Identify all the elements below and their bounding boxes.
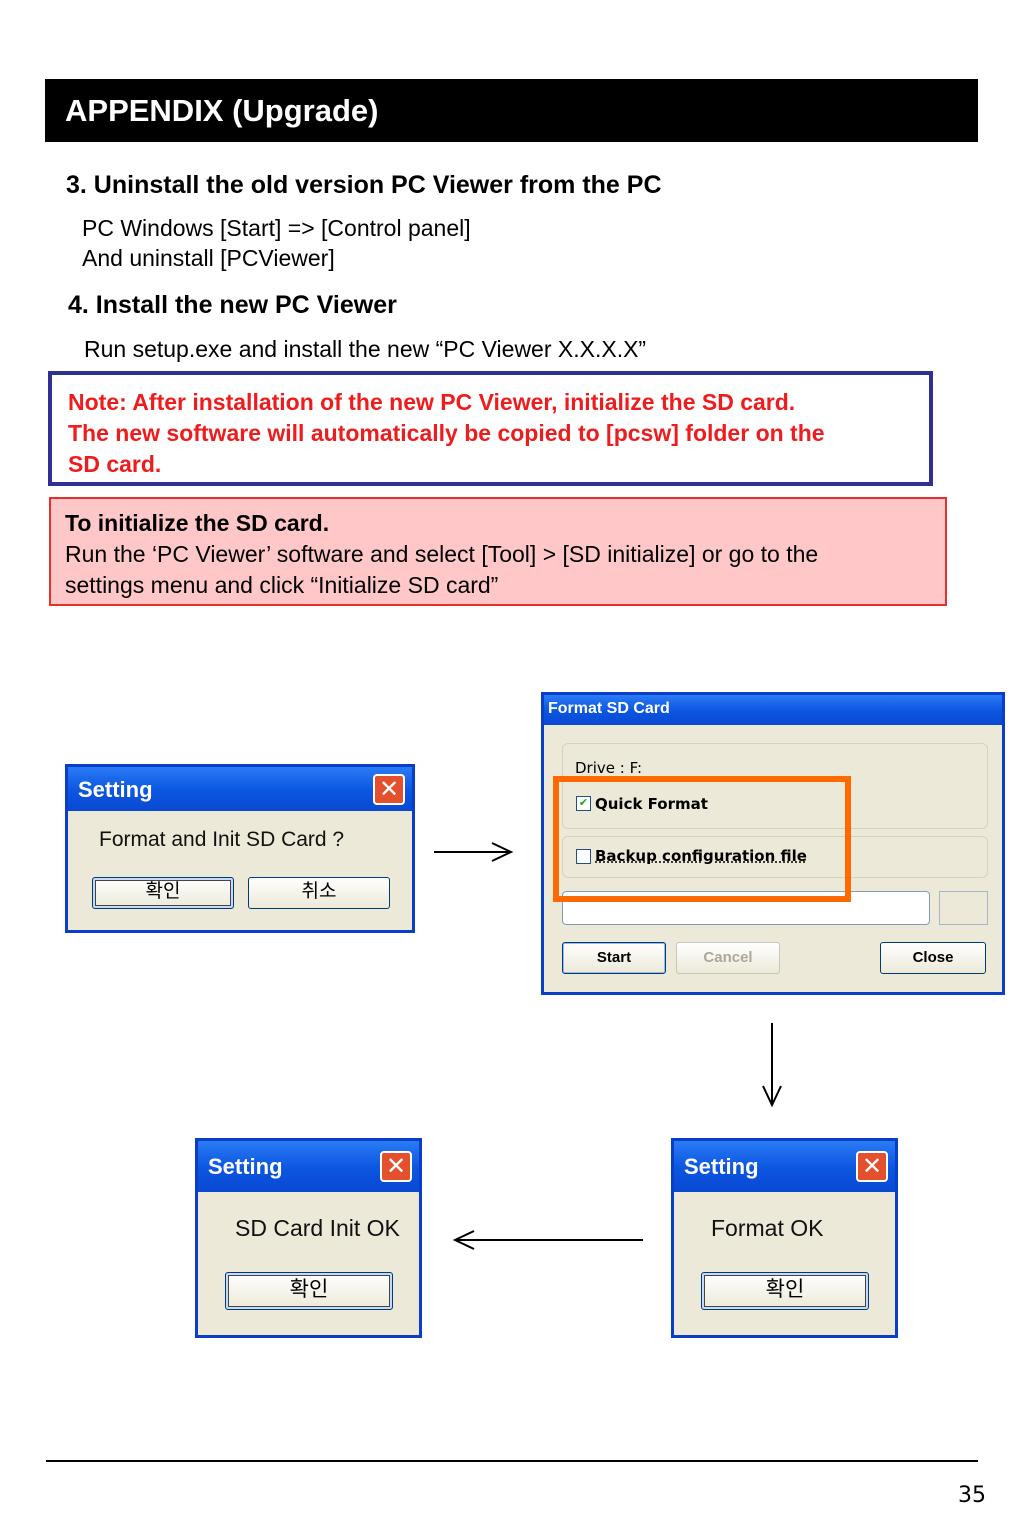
format-dialog-title: Format SD Card xyxy=(548,700,670,717)
note-line-3: SD card. xyxy=(68,451,162,477)
step3-line-1: PC Windows [Start] => [Control panel] xyxy=(82,215,471,241)
sd-init-instructions-box: To initialize the SD card. Run the ‘PC V… xyxy=(49,497,947,606)
page-number: 35 xyxy=(958,1483,986,1508)
tip-line-1: Run the ‘PC Viewer’ software and select … xyxy=(65,541,819,567)
arrow-down-icon xyxy=(762,1023,782,1108)
format-dialog-titlebar: Format SD Card xyxy=(544,695,1002,725)
quick-format-checkbox[interactable]: ✔ xyxy=(576,796,591,811)
progress-status-box xyxy=(939,891,988,925)
backup-group xyxy=(562,836,988,878)
drive-label: Drive : F: xyxy=(575,759,643,777)
backup-label: Backup configuration file xyxy=(595,847,807,865)
close-icon[interactable]: ✕ xyxy=(856,1151,888,1182)
format-ok-title: Setting xyxy=(684,1154,759,1179)
ok-button[interactable]: 확인 xyxy=(92,877,234,909)
footer-divider xyxy=(46,1460,978,1462)
arrow-right-icon xyxy=(434,842,514,862)
tip-title: To initialize the SD card. xyxy=(65,510,330,536)
init-ok-dialog: Setting ✕ SD Card Init OK 확인 xyxy=(195,1138,422,1338)
quick-format-label: Quick Format xyxy=(595,795,708,813)
step4-line: Run setup.exe and install the new “PC Vi… xyxy=(84,336,647,362)
confirm-dialog-title: Setting xyxy=(78,777,153,802)
confirm-message: Format and Init SD Card ? xyxy=(99,828,345,851)
step3-line-2: And uninstall [PCViewer] xyxy=(82,245,335,271)
note-box: Note: After installation of the new PC V… xyxy=(48,371,933,486)
confirm-dialog: Setting ✕ Format and Init SD Card ? 확인 취… xyxy=(65,764,415,933)
step4-heading: 4. Install the new PC Viewer xyxy=(68,291,397,319)
note-line-1: Note: After installation of the new PC V… xyxy=(68,389,796,415)
format-ok-dialog: Setting ✕ Format OK 확인 xyxy=(671,1138,898,1338)
close-icon[interactable]: ✕ xyxy=(373,774,405,805)
highlight-frame xyxy=(553,776,851,902)
backup-checkbox[interactable] xyxy=(576,849,591,864)
init-ok-title: Setting xyxy=(208,1154,283,1179)
drive-group xyxy=(562,743,988,829)
init-ok-titlebar: Setting ✕ xyxy=(198,1141,419,1192)
cancel-button[interactable]: 취소 xyxy=(248,877,390,909)
ok-button[interactable]: 확인 xyxy=(225,1272,393,1310)
appendix-header: APPENDIX (Upgrade) xyxy=(45,79,978,142)
close-icon[interactable]: ✕ xyxy=(380,1151,412,1182)
format-sd-card-dialog: Format SD Card Drive : F: ✔ Quick Format… xyxy=(541,692,1005,995)
format-ok-message: Format OK xyxy=(711,1215,824,1241)
confirm-dialog-titlebar: Setting ✕ xyxy=(68,767,412,811)
note-line-2: The new software will automatically be c… xyxy=(68,420,825,446)
tip-line-2: settings menu and click “Initialize SD c… xyxy=(65,572,499,598)
cancel-button[interactable]: Cancel xyxy=(676,942,780,974)
start-button[interactable]: Start xyxy=(562,942,666,974)
close-button[interactable]: Close xyxy=(880,942,986,974)
init-ok-message: SD Card Init OK xyxy=(235,1215,400,1241)
format-ok-titlebar: Setting ✕ xyxy=(674,1141,895,1192)
ok-button[interactable]: 확인 xyxy=(701,1272,869,1310)
arrow-left-icon xyxy=(452,1230,643,1250)
step3-heading: 3. Uninstall the old version PC Viewer f… xyxy=(66,171,662,199)
